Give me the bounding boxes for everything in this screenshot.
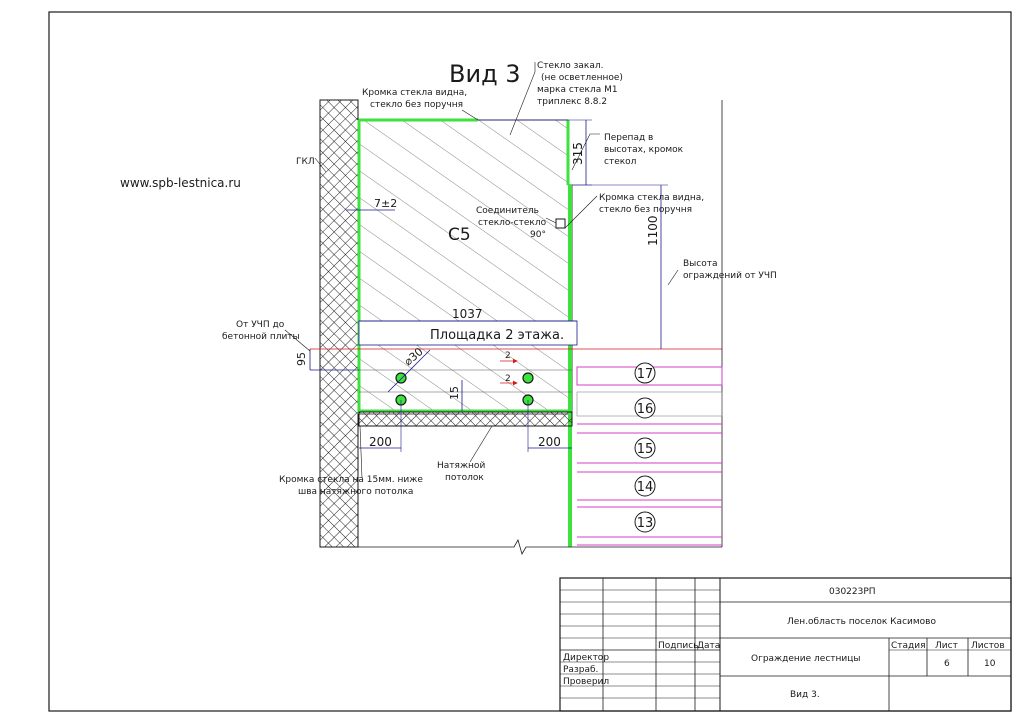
- break-line: [358, 538, 722, 556]
- height-dim: [572, 184, 668, 349]
- glass-edge-note-1: Кромка стекла на 15мм. ниже: [279, 475, 423, 485]
- signature-header: Подпись: [658, 641, 698, 651]
- website-label: www.spb-lestnica.ru: [120, 176, 241, 190]
- height-diff-note-2: высотах, кромок: [604, 145, 684, 155]
- sheet-number: 6: [944, 659, 950, 669]
- stretch-ceiling-note-1: Натяжной: [437, 461, 485, 471]
- edge-right-note-1: Кромка стекла видна,: [599, 193, 704, 203]
- platform-slab: [358, 320, 578, 393]
- sheets-header: Листов: [971, 641, 1005, 651]
- date-header: Дата: [697, 641, 720, 651]
- width-dim: 1037: [452, 307, 483, 321]
- edge-top-note-1: Кромка стекла видна,: [362, 88, 467, 98]
- step-dim-text: 315: [571, 142, 585, 165]
- edge-right-note-2: стекло без поручня: [599, 205, 692, 215]
- step-number-14: 14: [634, 475, 656, 497]
- step-number-16: 16: [634, 397, 656, 419]
- sheet-frame: [48, 11, 1012, 712]
- gkl-label: ГКЛ: [296, 157, 315, 167]
- title-block: [559, 577, 1012, 712]
- svg-text:13: 13: [637, 516, 654, 531]
- bolt-icon: [395, 372, 407, 384]
- glass-edge-note-2: шва натяжного потолка: [298, 487, 413, 497]
- slab-dim: 95: [295, 352, 308, 366]
- role-checker: Проверил: [563, 677, 609, 687]
- small-dim-a: 2: [505, 351, 511, 361]
- anchor-dims: [359, 400, 572, 452]
- glass-type-note-2: (не осветленное): [541, 73, 623, 83]
- svg-text:14: 14: [637, 480, 654, 495]
- role-developer: Разраб.: [563, 665, 598, 675]
- sheet-header: Лист: [935, 641, 958, 651]
- total-sheets: 10: [984, 659, 996, 669]
- connector-icon: [555, 218, 566, 229]
- glass-type-note-3: марка стекла М1: [537, 85, 618, 95]
- connector-note-3: 90°: [530, 230, 546, 240]
- glass-type-note-4: триплекс 8.8.2: [537, 97, 607, 107]
- view-title: Вид 3: [449, 60, 521, 88]
- project-code: 030223РП: [829, 587, 876, 597]
- railing-height-note-1: Высота: [683, 259, 718, 269]
- sheet-title: Вид 3.: [790, 690, 820, 700]
- role-director: Директор: [563, 653, 609, 663]
- height-diff-note-1: Перепад в: [604, 133, 653, 143]
- drawing-subject: Ограждение лестницы: [751, 654, 861, 664]
- step-number-15: 15: [634, 437, 656, 459]
- stair-steps: [576, 366, 723, 546]
- anchor-left-dim: 200: [369, 435, 392, 449]
- svg-text:16: 16: [637, 402, 654, 417]
- small-dim-arrows: [500, 358, 518, 386]
- from-uchp-note-2: бетонной плиты: [222, 332, 300, 342]
- gkl-wall: [319, 99, 359, 548]
- height-dim-text: 1100: [646, 215, 660, 246]
- gap-dim: 7±2: [374, 197, 397, 210]
- svg-text:15: 15: [637, 442, 654, 457]
- glass-type-note-1: Стекло закал.: [537, 61, 604, 71]
- step-number-13: 13: [634, 511, 656, 533]
- stretch-ceiling-note-2: потолок: [445, 473, 484, 483]
- height-diff-note-3: стекол: [604, 157, 636, 167]
- project-location: Лен.область поселок Касимово: [787, 617, 936, 627]
- svg-text:17: 17: [637, 367, 654, 382]
- from-uchp-note-1: От УЧП до: [236, 320, 285, 330]
- stretch-ceiling: [358, 411, 573, 427]
- step-number-17: 17: [634, 362, 656, 384]
- stage-header: Стадия: [891, 641, 926, 651]
- anchor-right-dim: 200: [538, 435, 561, 449]
- small-dim-b: 2: [505, 374, 511, 384]
- connector-note-2: стекло-стекло: [478, 218, 547, 228]
- leader-lines: [284, 62, 679, 479]
- offset-dim: 15: [448, 386, 461, 400]
- panel-label: С5: [448, 225, 471, 245]
- railing-height-note-2: ограждений от УЧП: [683, 271, 777, 281]
- platform-label: Площадка 2 этажа.: [430, 328, 564, 343]
- connector-note-1: Соединитель: [476, 206, 539, 216]
- edge-top-note-2: стекло без поручня: [370, 100, 463, 110]
- bolt-icon: [522, 372, 534, 384]
